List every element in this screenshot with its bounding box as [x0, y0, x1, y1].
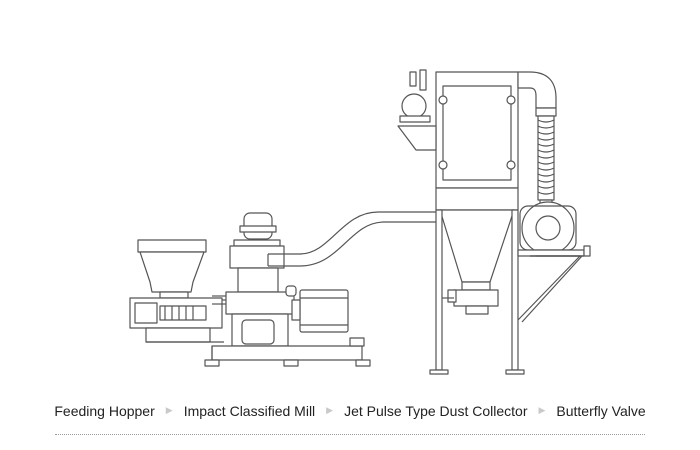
transfer-duct	[267, 211, 440, 267]
flow-step-feeding-hopper: Feeding Hopper	[54, 403, 155, 419]
collector-feet	[429, 369, 525, 375]
impact-classified-mill	[212, 212, 295, 347]
process-flow: Feeding Hopper ▶ Impact Classified Mill …	[0, 400, 700, 422]
base-frame	[204, 337, 371, 367]
exhaust-fan	[517, 71, 591, 323]
flow-step-dust-collector: Jet Pulse Type Dust Collector	[344, 403, 528, 419]
dotted-divider	[55, 434, 645, 435]
flow-step-butterfly-valve: Butterfly Valve	[556, 403, 646, 419]
triangle-right-icon: ▶	[326, 404, 334, 415]
equipment-diagram	[129, 69, 591, 375]
triangle-right-icon: ▶	[165, 404, 173, 415]
screw-feeder	[129, 297, 224, 343]
motor	[285, 285, 349, 333]
flow-step-impact-classified-mill: Impact Classified Mill	[183, 403, 316, 419]
dust-collector	[397, 69, 519, 371]
feeding-hopper	[137, 239, 207, 299]
triangle-right-icon: ▶	[538, 404, 546, 415]
